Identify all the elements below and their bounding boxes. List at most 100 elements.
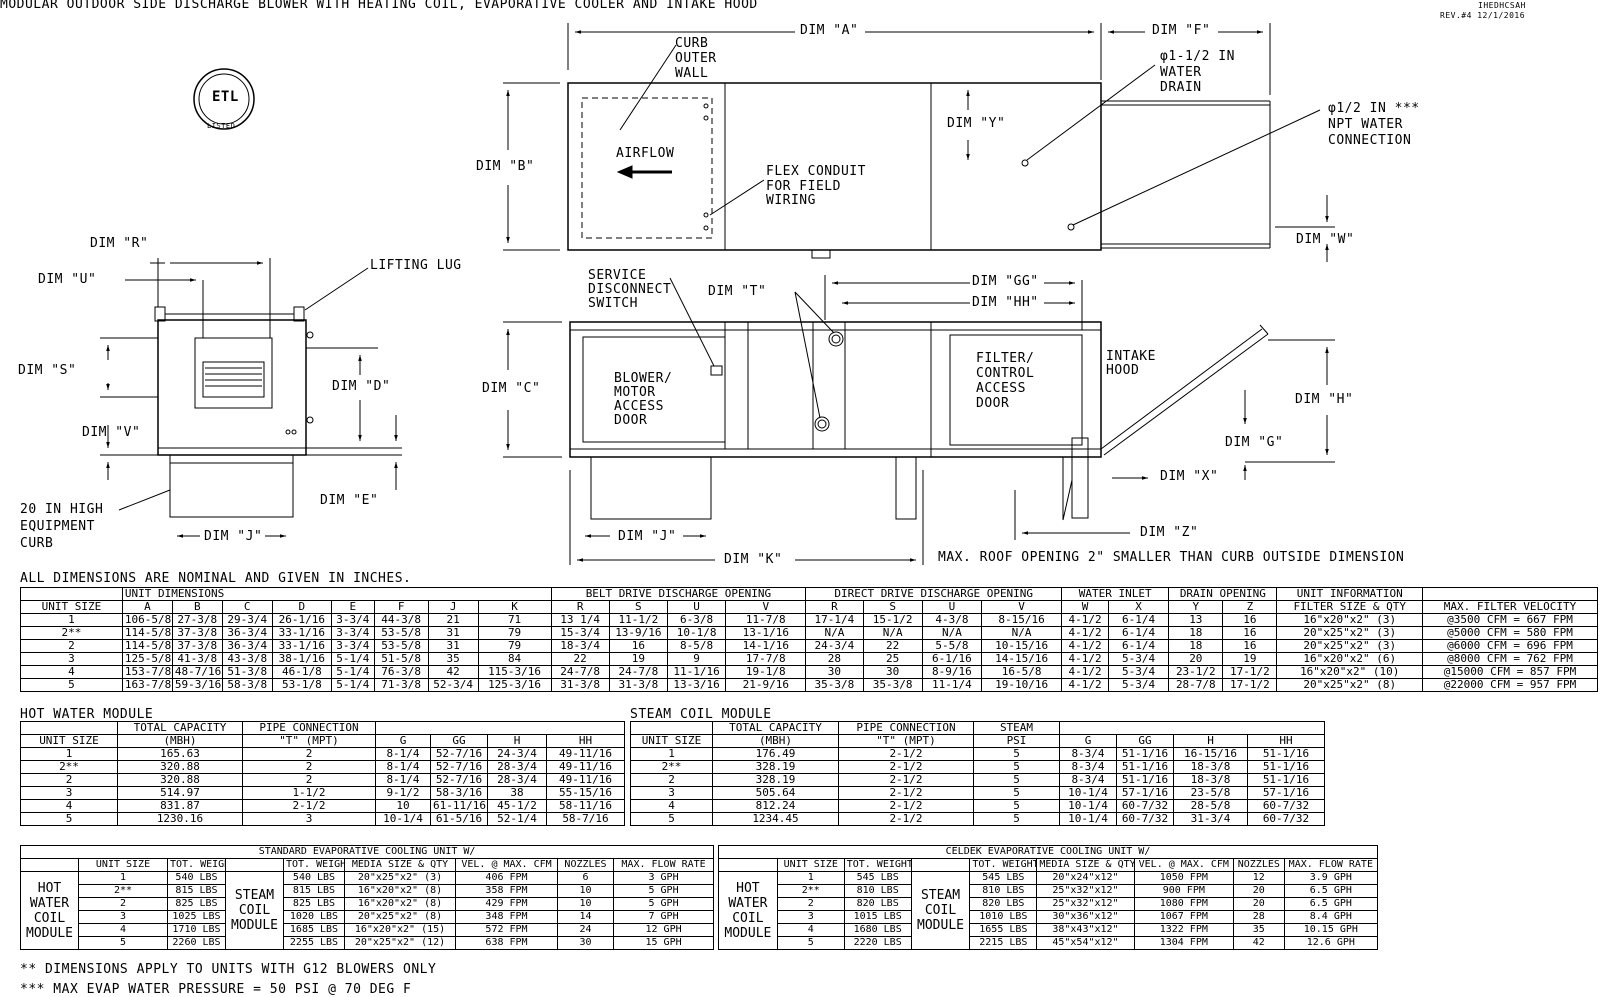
table-cell: 2220 LBS xyxy=(843,936,912,950)
filter-door-4: DOOR xyxy=(976,396,1010,411)
table-cell: 5 xyxy=(20,678,123,692)
table-cell: 35 xyxy=(1232,923,1285,937)
table-cell: 51-5/8 xyxy=(373,652,429,666)
table-cell: 16 xyxy=(608,639,668,653)
table-cell: 42 xyxy=(1232,936,1285,950)
table-header xyxy=(20,858,79,872)
blower-door-1: BLOWER/ xyxy=(614,371,673,386)
table-cell: 810 LBS xyxy=(969,884,1038,898)
drawing-title: MODULAR OUTDOOR SIDE DISCHARGE BLOWER WI… xyxy=(0,0,758,12)
table-cell: 19 xyxy=(1222,652,1278,666)
table-cell: 59-3/16 xyxy=(171,678,223,692)
table-cell: 13 xyxy=(1168,613,1224,627)
table-cell: 46-1/8 xyxy=(271,665,332,679)
table-cell: 114-5/8 xyxy=(121,626,173,640)
table-cell: 22 xyxy=(550,652,610,666)
table-cell: 106-5/8 xyxy=(121,613,173,627)
dim-hh-label: DIM "HH" xyxy=(972,295,1039,310)
table-cell: 1067 FPM xyxy=(1133,910,1234,924)
table-cell: 8-1/4 xyxy=(375,760,431,774)
celdek-table: CELDEK EVAPORATIVE COOLING UNIT W/UNIT S… xyxy=(718,845,1379,950)
table-cell: 406 FPM xyxy=(455,871,558,885)
table-cell: 3 xyxy=(630,786,713,800)
dim-table-column-header: S xyxy=(608,600,668,614)
table-cell: 24-7/8 xyxy=(608,665,668,679)
dim-k-label: DIM "K" xyxy=(724,552,783,567)
dim-table-column-header: D xyxy=(271,600,332,614)
table-cell: 7 GPH xyxy=(612,910,715,924)
table-cell: 15 GPH xyxy=(612,936,715,950)
table-cell: 16"x20"x2" (6) xyxy=(1276,652,1424,666)
table-cell: 36-3/4 xyxy=(221,626,273,640)
table-cell: 10 xyxy=(557,897,614,911)
std-evap-steam-word: MODULE xyxy=(231,918,278,933)
table-cell: 42 xyxy=(427,665,479,679)
table-header: TOT. WEIGHT xyxy=(969,858,1038,872)
table-cell: 28-3/4 xyxy=(487,760,547,774)
table-cell: 24-3/4 xyxy=(487,747,547,761)
etl-listed-text: LISTED xyxy=(207,122,236,130)
table-header xyxy=(1059,721,1325,735)
table-cell: 540 LBS xyxy=(167,871,226,885)
table-cell: 2** xyxy=(78,884,168,898)
npt-conn-2: NPT WATER xyxy=(1328,117,1403,132)
table-cell: 831.87 xyxy=(117,799,243,813)
table-cell: 71-3/8 xyxy=(373,678,429,692)
dim-x-label: DIM "X" xyxy=(1160,469,1219,484)
table-cell: 38 xyxy=(487,786,547,800)
table-header xyxy=(630,721,713,735)
dim-w-label: DIM "W" xyxy=(1296,232,1355,247)
table-cell: 28-3/4 xyxy=(487,773,547,787)
curb-20-3: CURB xyxy=(20,536,54,551)
dim-a-label: DIM "A" xyxy=(800,23,859,38)
table-header: "T" (MPT) xyxy=(242,734,376,748)
table-cell: 58-3/16 xyxy=(430,786,488,800)
table-cell: 1 xyxy=(20,613,123,627)
table-cell: 24-7/8 xyxy=(550,665,610,679)
table-cell: 49-11/16 xyxy=(546,773,625,787)
table-cell: 17-1/2 xyxy=(1222,678,1278,692)
filter-door-1: FILTER/ xyxy=(976,351,1035,366)
table-cell: 15-1/2 xyxy=(862,613,923,627)
table-cell: 31 xyxy=(427,639,479,653)
table-cell: 60-7/32 xyxy=(1247,812,1325,826)
table-cell: N/A xyxy=(981,626,1063,640)
table-cell: 35-3/8 xyxy=(862,678,923,692)
table-cell: 2-1/2 xyxy=(838,760,974,774)
table-cell: 114-5/8 xyxy=(121,639,173,653)
table-cell: 4-3/8 xyxy=(921,613,983,627)
table-header: HH xyxy=(546,734,625,748)
table-cell: 3 xyxy=(242,812,376,826)
table-header: STEAM xyxy=(973,721,1060,735)
table-cell: 19-1/8 xyxy=(725,665,807,679)
table-cell: 45-1/2 xyxy=(487,799,547,813)
dim-gg-label: DIM "GG" xyxy=(972,274,1039,289)
table-cell: 24-3/4 xyxy=(805,639,864,653)
table-cell: 2** xyxy=(20,626,123,640)
water-drain-2: WATER xyxy=(1160,65,1202,80)
table-cell: 10 xyxy=(375,799,431,813)
table-header: PIPE CONNECTION xyxy=(242,721,376,735)
flex-conduit-2: FOR FIELD xyxy=(766,179,841,194)
dim-table-group-header: DIRECT DRIVE DISCHARGE OPENING xyxy=(805,587,1063,601)
table-cell: 26-1/16 xyxy=(271,613,332,627)
table-cell: 18 xyxy=(1168,639,1224,653)
table-cell: 8-9/16 xyxy=(921,665,983,679)
table-cell: 2 xyxy=(242,773,376,787)
table-cell: 28-7/8 xyxy=(1168,678,1224,692)
table-cell: 4-1/2 xyxy=(1061,652,1109,666)
table-cell: 2 xyxy=(242,760,376,774)
table-cell: 51-1/16 xyxy=(1116,773,1174,787)
